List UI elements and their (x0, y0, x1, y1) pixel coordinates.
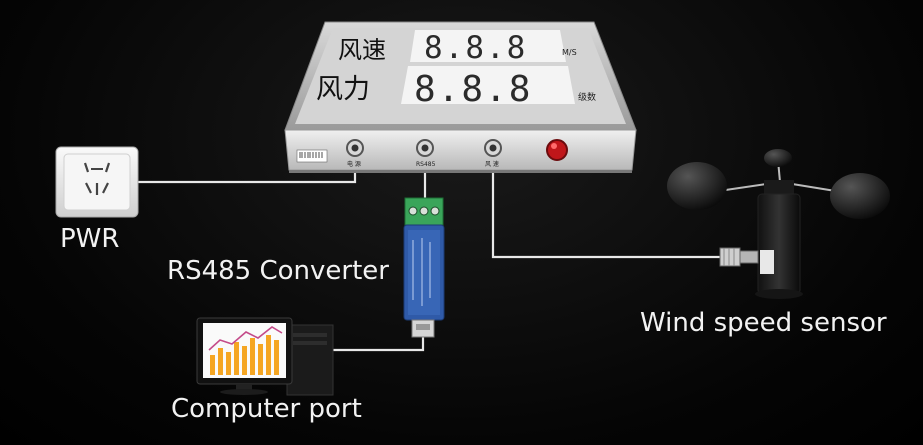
barcode-sticker (296, 149, 328, 163)
computer (196, 317, 334, 396)
computer-port-label: Computer port (171, 394, 362, 424)
cables (138, 168, 720, 352)
screen-bar-chart-icon (210, 335, 279, 375)
connector-wind (484, 139, 502, 157)
rs485-connector-label: RS485 (416, 161, 436, 168)
reset-button (546, 139, 568, 161)
row1-label: 风速 (338, 36, 386, 64)
wind-connector-label: 风 速 (485, 161, 499, 168)
cup-right (830, 173, 890, 219)
rs485-converter (403, 197, 445, 338)
row1-unit: M/S (562, 48, 577, 57)
sensor-body (757, 193, 801, 295)
led-panel-row1 (410, 30, 566, 62)
wind-sensor-cable (491, 168, 720, 259)
row1-digits: 8.8.8 (424, 30, 527, 66)
wind-display-device: 风速 风力 8.8.8 8.8.8 M/S 级数 电 源 RS485 风 速 (284, 21, 637, 173)
row2-label: 风力 (316, 74, 370, 105)
cup-top (764, 149, 792, 167)
sensor-connector (719, 247, 759, 267)
monitor-stand (220, 389, 268, 395)
wind-speed-sensor (667, 149, 890, 299)
power-outlet (55, 146, 139, 218)
display-front (284, 129, 637, 171)
power-connector-label: 电 源 (347, 160, 361, 168)
row2-digits: 8.8.8 (414, 69, 532, 110)
usb-cable (333, 335, 425, 352)
connector-power (346, 139, 364, 157)
wind-sensor-label: Wind speed sensor (640, 308, 887, 338)
pwr-label: PWR (60, 224, 120, 254)
cup-left (667, 162, 727, 210)
led-panel-row2 (401, 66, 575, 104)
power-cable (138, 170, 357, 184)
rs485-converter-label: RS485 Converter (167, 256, 389, 286)
row2-unit: 级数 (578, 91, 596, 103)
connector-rs485 (416, 139, 434, 157)
